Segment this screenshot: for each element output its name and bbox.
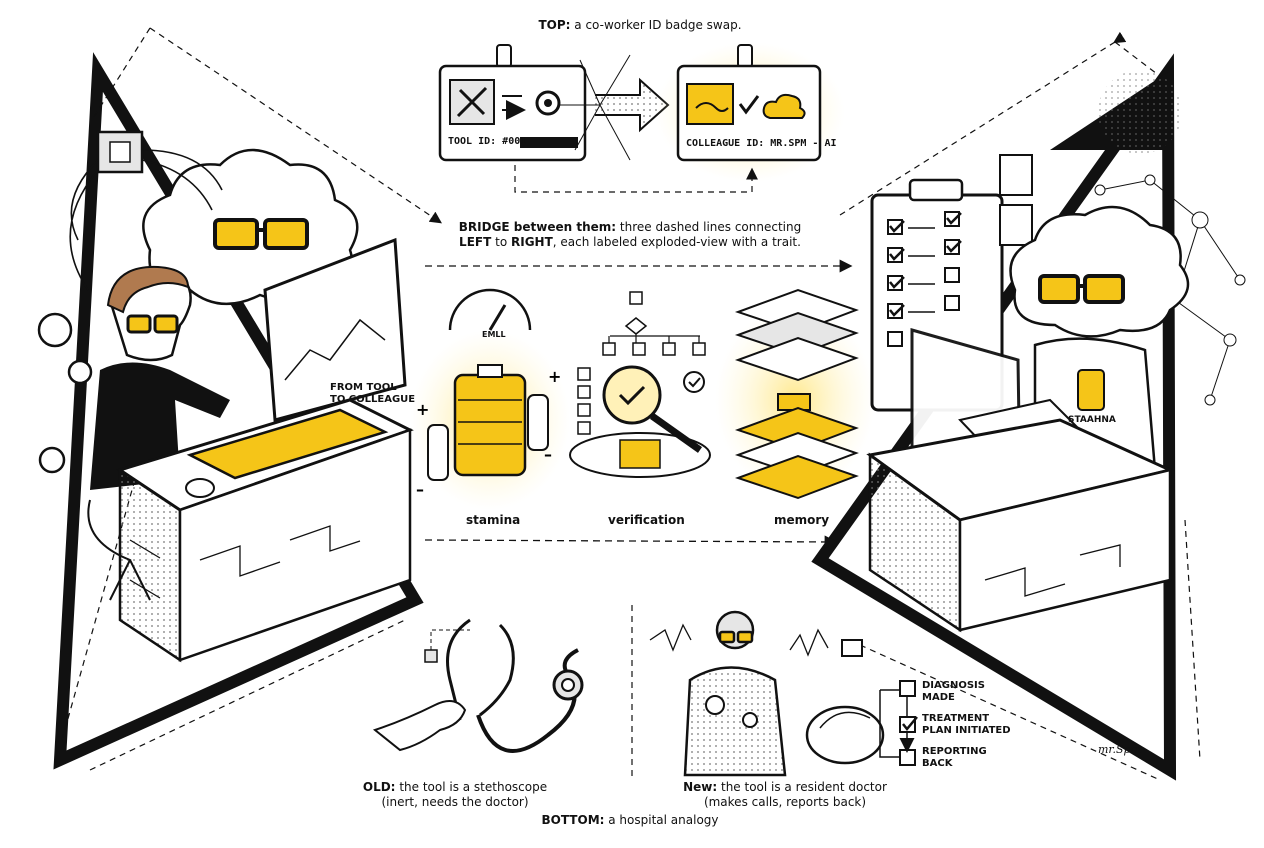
bridge-line-1: BRIDGE between them: three dashed lines … bbox=[430, 220, 830, 235]
bridge-line2-rest: , each labeled exploded-view with a trai… bbox=[552, 235, 801, 249]
checklist-item-3: REPORTING BACK bbox=[922, 746, 987, 770]
svg-text:+: + bbox=[548, 367, 561, 386]
colleague-id-text: COLLEAGUE ID: MR.SPM - AI bbox=[686, 138, 837, 149]
new-prefix: New: bbox=[683, 780, 718, 794]
svg-text:–: – bbox=[544, 445, 552, 464]
bridge-line-2: LEFT to RIGHT, each labeled exploded-vie… bbox=[430, 235, 830, 250]
checklist-item-2-line-2: PLAN INITIATED bbox=[922, 725, 1011, 736]
memory-notebooks bbox=[715, 288, 875, 500]
badge-left bbox=[438, 44, 587, 162]
screen-label-line-1: FROM TOOL bbox=[330, 382, 397, 393]
left-triangle-frame bbox=[53, 52, 424, 770]
bottom-text: a hospital analogy bbox=[608, 813, 719, 827]
bridge-caption: BRIDGE between them: three dashed lines … bbox=[430, 220, 830, 250]
checklist-item-3-line-2: BACK bbox=[922, 758, 953, 769]
checklist-item-3-line-1: REPORTING bbox=[922, 746, 987, 757]
top-prefix: TOP: bbox=[538, 18, 571, 32]
trait-memory: memory bbox=[774, 513, 830, 527]
gauge-label: EMLL bbox=[482, 330, 506, 339]
svg-text:–: – bbox=[416, 480, 424, 499]
stethoscope bbox=[372, 618, 584, 753]
badge-connector bbox=[514, 165, 758, 193]
top-caption: TOP: a co-worker ID badge swap. bbox=[420, 18, 860, 33]
old-caption: OLD: the tool is a stethoscope (inert, n… bbox=[340, 780, 570, 810]
chest-label: STAAHNA bbox=[1068, 415, 1116, 425]
checklist-item-1-line-1: DIAGNOSIS bbox=[922, 680, 985, 691]
checklist-item-1-line-2: MADE bbox=[922, 692, 955, 703]
checklist-item-2-line-1: TREATMENT bbox=[922, 713, 990, 724]
old-caption-line-1: OLD: the tool is a stethoscope bbox=[340, 780, 570, 795]
robot-doctor bbox=[649, 610, 917, 777]
top-text: a co-worker ID badge swap. bbox=[574, 18, 742, 32]
bridge-left-word: LEFT bbox=[459, 235, 492, 249]
new-sub: (makes calls, reports back) bbox=[703, 795, 867, 809]
new-caption: New: the tool is a resident doctor (make… bbox=[660, 780, 910, 810]
bridge-lines bbox=[424, 259, 853, 549]
screen-label: FROM TOOL TO COLLEAGUE bbox=[330, 382, 415, 406]
screen-label-line-2: TO COLLEAGUE bbox=[330, 394, 416, 405]
tool-id-text: TOOL ID: #001 bbox=[448, 136, 527, 147]
bridge-bold: BRIDGE between them: bbox=[458, 220, 617, 234]
new-caption-line-1: New: the tool is a resident doctor bbox=[660, 780, 910, 795]
badge-right bbox=[655, 42, 845, 182]
right-scene bbox=[866, 154, 1246, 633]
checklist-item-2: TREATMENT PLAN INITIATED bbox=[922, 713, 1011, 737]
artist-signature: mr.Spm bbox=[1098, 743, 1141, 756]
dotted-halftone-circle bbox=[1098, 70, 1182, 154]
old-sub: (inert, needs the doctor) bbox=[381, 795, 529, 809]
trait-verification: verification bbox=[608, 513, 685, 527]
checklist-item-1: DIAGNOSIS MADE bbox=[922, 680, 985, 704]
bottom-prefix: BOTTOM: bbox=[541, 813, 605, 827]
old-prefix: OLD: bbox=[362, 780, 396, 794]
bridge-right-word: RIGHT bbox=[510, 235, 553, 249]
verification-flowchart bbox=[569, 291, 711, 478]
stamina-battery: + + – – bbox=[410, 288, 570, 510]
bridge-rest: three dashed lines connecting bbox=[619, 220, 802, 234]
old-text: the tool is a stethoscope bbox=[399, 780, 548, 794]
left-scene bbox=[37, 130, 414, 663]
trait-stamina: stamina bbox=[466, 513, 521, 527]
svg-text:+: + bbox=[416, 400, 429, 419]
bridge-to-word: to bbox=[495, 235, 508, 249]
bottom-caption: BOTTOM: a hospital analogy bbox=[480, 813, 780, 828]
new-text: the tool is a resident doctor bbox=[720, 780, 887, 794]
